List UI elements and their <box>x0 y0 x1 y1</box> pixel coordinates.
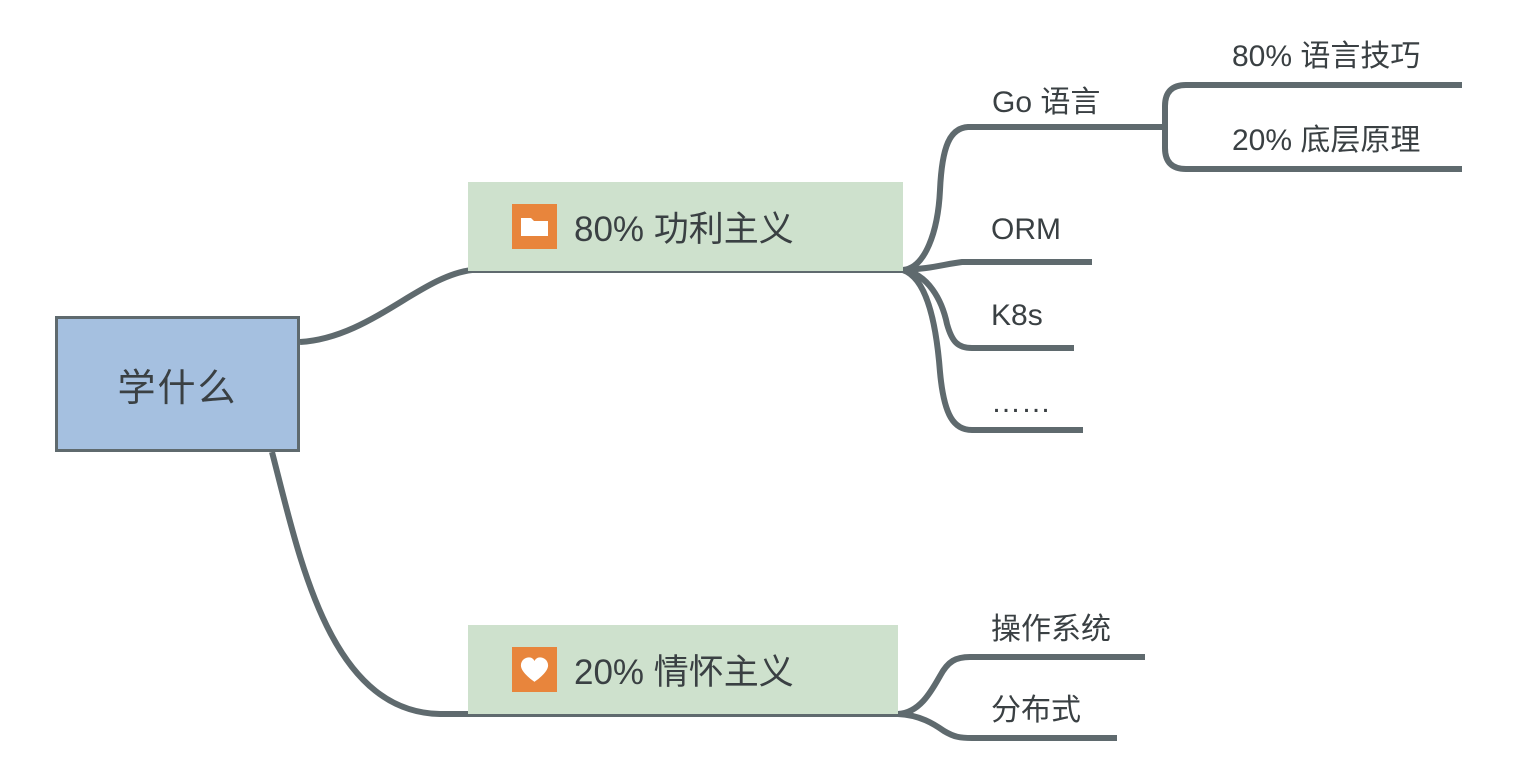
leaf-ellipsis[interactable]: …… <box>991 386 1051 419</box>
leaf-operating-system[interactable]: 操作系统 <box>991 613 1111 646</box>
root-node[interactable]: 学什么 <box>55 316 300 452</box>
leaf-k8s[interactable]: K8s <box>991 299 1043 332</box>
folder-icon <box>512 204 557 249</box>
leaf-distributed-systems[interactable]: 分布式 <box>991 694 1081 727</box>
branch-node-utilitarian-label: 80% 功利主义 <box>574 210 794 249</box>
link-branch0-to-go <box>902 124 1165 273</box>
leaf-language-skills[interactable]: 80% 语言技巧 <box>1232 40 1421 73</box>
leaf-underlying-principles[interactable]: 20% 底层原理 <box>1232 124 1421 157</box>
branch-node-utilitarian[interactable]: 80% 功利主义 <box>468 182 903 271</box>
link-branch0-to-k8s <box>902 267 1074 351</box>
heart-icon <box>512 647 557 692</box>
branch-node-idealist[interactable]: 20% 情怀主义 <box>468 625 898 714</box>
root-node-label: 学什么 <box>117 367 238 410</box>
leaf-go-language[interactable]: Go 语言 <box>992 86 1101 119</box>
leaf-orm[interactable]: ORM <box>991 213 1061 246</box>
branch-node-idealist-label: 20% 情怀主义 <box>574 653 794 692</box>
link-branch0-to-orm <box>902 259 1092 273</box>
link-root-to-branch-0 <box>299 267 903 345</box>
